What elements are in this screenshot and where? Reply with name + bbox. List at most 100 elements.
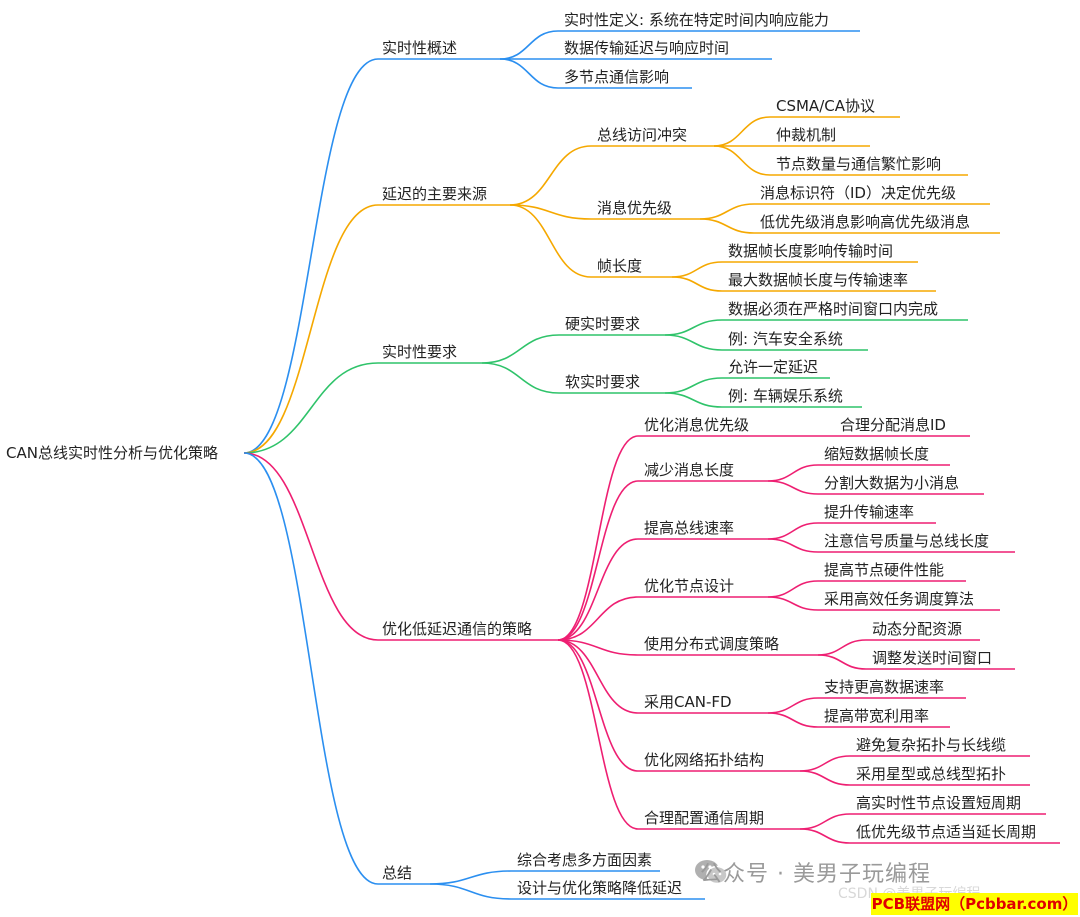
leaf-connector — [767, 596, 819, 611]
leaf-node: 调整发送时间窗口 — [872, 649, 993, 667]
subtopic-connector — [557, 596, 639, 641]
leaf-connector — [767, 464, 819, 482]
leaf-connector — [767, 480, 819, 495]
subtopic-node: 减少消息长度 — [644, 461, 735, 479]
branch-connector — [243, 452, 379, 885]
leaf-connector — [671, 276, 723, 292]
leaf-node: 低优先级节点适当延长周期 — [856, 823, 1037, 841]
subtopic-connector — [499, 30, 559, 60]
leaf-node: 数据帧长度影响传输时间 — [728, 242, 894, 260]
subtopic-connector — [481, 362, 560, 394]
subtopic-node: 优化节点设计 — [644, 577, 735, 595]
leaf-node: 支持更高数据速率 — [824, 678, 945, 696]
subtopic-node: 优化网络拓扑结构 — [644, 751, 765, 769]
subtopic-node: 提高总线速率 — [644, 519, 735, 537]
leaf-node: 消息标识符（ID）决定优先级 — [760, 184, 956, 202]
leaf-node: 低优先级消息影响高优先级消息 — [760, 213, 971, 231]
leaf-node: 数据必须在严格时间窗口内完成 — [728, 300, 939, 318]
leaf-connector — [664, 319, 723, 336]
leaf-node: 缩短数据帧长度 — [824, 445, 930, 463]
leaf-node: 节点数量与通信繁忙影响 — [776, 155, 942, 173]
subtopic-node: 实时性定义: 系统在特定时间内响应能力 — [564, 11, 829, 29]
subtopic-connector — [509, 145, 592, 206]
branch-connector — [243, 452, 379, 641]
subtopic-connector — [557, 480, 639, 641]
subtopic-node: 总线访问冲突 — [597, 126, 688, 144]
leaf-connector — [713, 145, 771, 176]
leaf-node: 采用星型或总线型拓扑 — [856, 765, 1007, 783]
leaf-node: 避免复杂拓扑与长线缆 — [856, 736, 1007, 754]
branch-connector — [243, 204, 379, 454]
subtopic-connector — [557, 639, 639, 714]
leaf-connector — [664, 334, 723, 351]
branch-node: 延迟的主要来源 — [382, 185, 488, 203]
subtopic-connector — [509, 204, 592, 220]
branch-node: 总结 — [382, 864, 413, 882]
branch-node: 优化低延迟通信的策略 — [382, 620, 533, 638]
source-badge: PCB联盟网（Pcbbar.com） — [871, 893, 1078, 915]
subtopic-node: 使用分布式调度策略 — [644, 635, 780, 653]
leaf-node: 例: 汽车安全系统 — [728, 330, 843, 348]
leaf-connector — [767, 712, 819, 728]
branch-connector — [243, 58, 379, 454]
subtopic-node: 软实时要求 — [565, 373, 641, 391]
subtopic-connector — [557, 639, 639, 656]
leaf-connector — [817, 654, 867, 670]
leaf-connector — [799, 755, 851, 772]
leaf-connector — [767, 697, 819, 714]
leaf-connector — [671, 261, 723, 278]
leaf-node: 提高节点硬件性能 — [824, 561, 945, 579]
leaf-node: 采用高效任务调度算法 — [824, 590, 975, 608]
subtopic-connector — [429, 883, 512, 900]
leaf-node: 注意信号质量与总线长度 — [824, 532, 990, 550]
subtopic-node: 多节点通信影响 — [564, 68, 670, 86]
watermark-text: 公众号 · 美男子玩编程 — [700, 862, 931, 887]
subtopic-connector — [509, 204, 592, 278]
branch-node: 实时性概述 — [382, 39, 458, 57]
leaf-connector — [699, 203, 755, 220]
subtopic-node: 优化消息优先级 — [644, 416, 750, 434]
leaf-connector — [767, 538, 819, 553]
subtopic-connector — [499, 58, 559, 89]
leaf-connector — [799, 828, 851, 844]
subtopic-node: 帧长度 — [597, 257, 643, 275]
leaf-node: 最大数据帧长度与传输速率 — [728, 271, 909, 289]
subtopic-connector — [557, 538, 639, 641]
subtopic-connector — [557, 435, 639, 641]
leaf-node: 高实时性节点设置短周期 — [856, 794, 1022, 812]
leaf-connector — [799, 813, 851, 830]
leaf-node: 分割大数据为小消息 — [824, 474, 960, 492]
leaf-connector — [713, 116, 771, 147]
leaf-node: 仲裁机制 — [776, 126, 837, 144]
leaf-connector — [767, 522, 819, 540]
leaf-connector — [699, 218, 755, 234]
leaf-node: CSMA/CA协议 — [776, 97, 875, 115]
branch-connector — [243, 362, 379, 454]
leaf-node: 提高带宽利用率 — [824, 707, 930, 725]
subtopic-node: 消息优先级 — [597, 199, 673, 217]
leaf-connector — [664, 392, 723, 408]
subtopic-node: 合理配置通信周期 — [644, 809, 765, 827]
subtopic-connector — [557, 639, 639, 772]
leaf-connector — [799, 770, 851, 786]
leaf-connector — [817, 639, 867, 656]
leaf-node: 例: 车辆娱乐系统 — [728, 387, 843, 405]
subtopic-node: 数据传输延迟与响应时间 — [564, 39, 730, 57]
leaf-node: 提升传输速率 — [824, 503, 915, 521]
subtopic-connector — [429, 870, 512, 885]
root-node: CAN总线实时性分析与优化策略 — [6, 444, 218, 462]
leaf-node: 允许一定延迟 — [728, 358, 819, 376]
subtopic-connector — [557, 639, 639, 830]
leaf-connector — [767, 580, 819, 598]
branch-node: 实时性要求 — [382, 343, 458, 361]
subtopic-node: 采用CAN-FD — [644, 693, 732, 711]
subtopic-node: 综合考虑多方面因素 — [517, 851, 653, 869]
subtopic-node: 设计与优化策略降低延迟 — [517, 879, 683, 897]
leaf-connector — [664, 377, 723, 394]
subtopic-node: 硬实时要求 — [565, 315, 641, 333]
wechat-icon — [695, 860, 728, 885]
leaf-node: 合理分配消息ID — [840, 416, 946, 434]
subtopic-connector — [481, 334, 560, 364]
leaf-node: 动态分配资源 — [872, 620, 963, 638]
